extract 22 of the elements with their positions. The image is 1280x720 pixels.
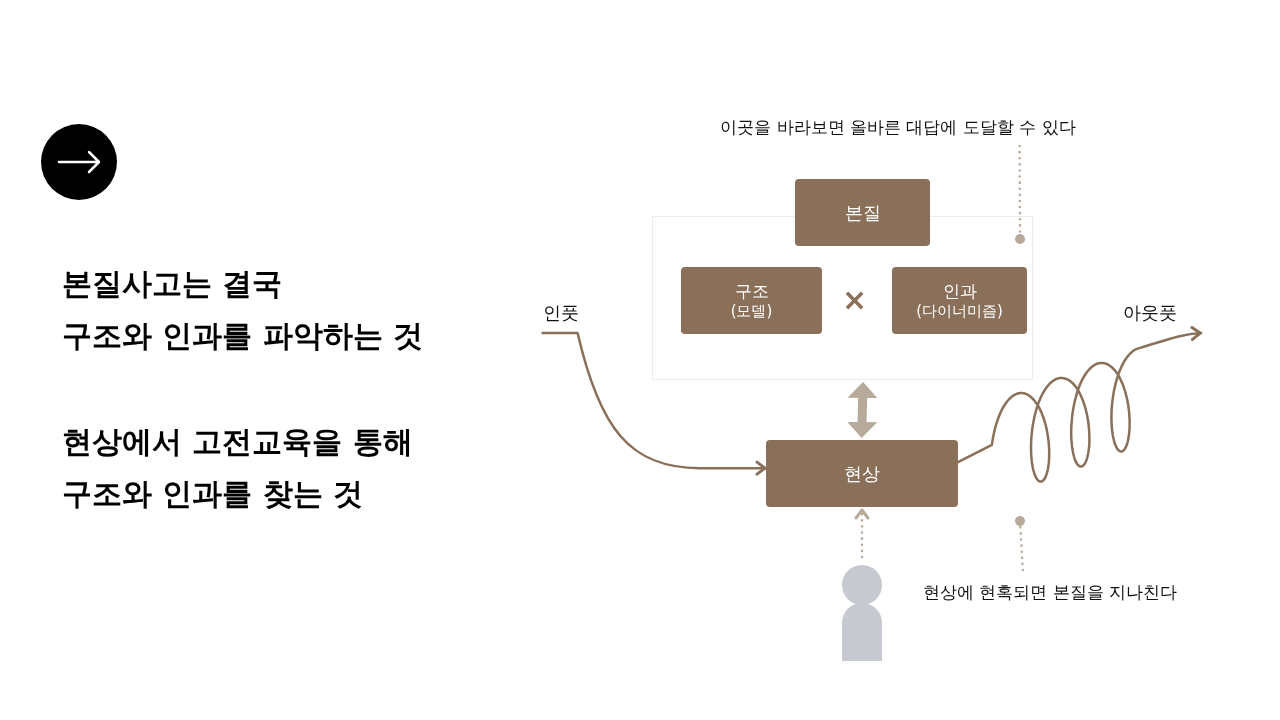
note-text: 이곳을 바라보면 올바른 대답에 도달할 수 있다 <box>708 114 1088 140</box>
process-box: 현상 <box>766 440 958 507</box>
output-label: 아웃풋 <box>1118 300 1182 326</box>
leader-line <box>1015 516 1025 572</box>
heading-text: 현상에서 고전교육을 통해 구조와 인과를 찾는 것 <box>62 423 413 513</box>
leader-line <box>1015 144 1026 244</box>
multiply-sign: × <box>842 283 868 317</box>
process-box <box>681 267 822 334</box>
double-arrow <box>847 382 878 438</box>
spiral-arrow <box>956 326 1203 483</box>
arrow <box>541 331 768 476</box>
input-label: 인풋 <box>538 300 584 326</box>
note-text: 현상에 현혹되면 본질을 지나친다 <box>914 579 1186 605</box>
process-box <box>892 267 1027 334</box>
person-icon <box>842 565 882 661</box>
dotted-arrow <box>854 507 870 559</box>
box-heading: 구조 <box>734 279 769 302</box>
box-subtitle: (모델) <box>730 301 773 322</box>
box-heading: 인과 <box>942 279 977 302</box>
box-subtitle: (다이너미즘) <box>916 301 1003 322</box>
process-box: 본질 <box>795 179 930 246</box>
heading-text: 본질사고는 결국 구조와 인과를 파악하는 것 <box>62 265 424 355</box>
